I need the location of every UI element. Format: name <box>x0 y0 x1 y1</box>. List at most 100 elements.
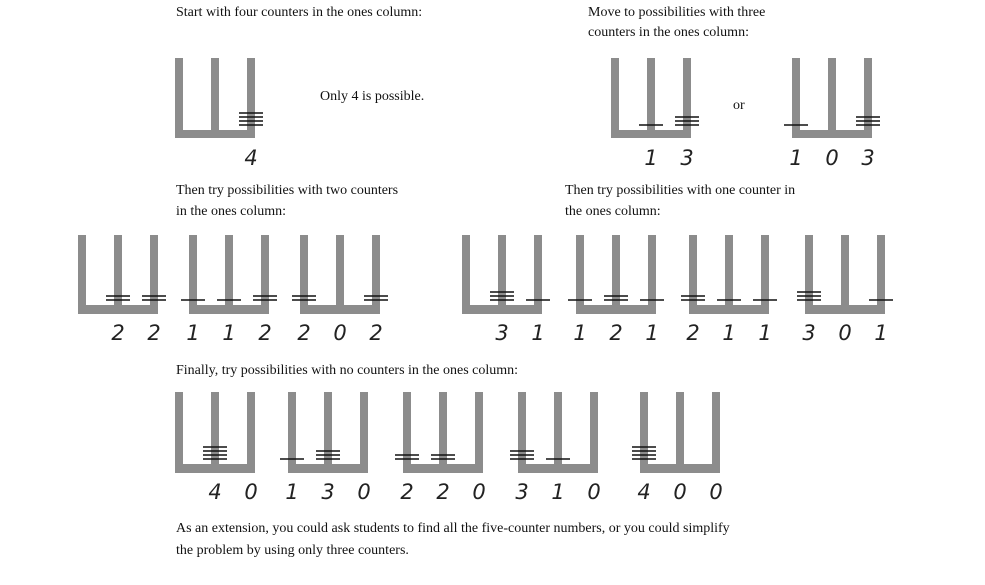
place-digit: 1 <box>531 321 544 345</box>
abacus-base <box>175 464 255 473</box>
abacus-rod <box>676 392 684 464</box>
place-digit: 3 <box>515 480 528 504</box>
place-digit: 2 <box>686 321 699 345</box>
abacus-rod <box>189 235 197 305</box>
place-digit: 0 <box>357 480 370 504</box>
abacus-rod <box>534 235 542 305</box>
extension-text-line2: the problem by using only three counters… <box>176 543 409 558</box>
abacus-rod <box>324 392 332 464</box>
abacus-rod <box>712 392 720 464</box>
place-digit: 1 <box>186 321 199 345</box>
abacus-rod <box>498 235 506 305</box>
abacus-rod <box>725 235 733 305</box>
abacus-rod <box>554 392 562 464</box>
abacus-base <box>78 305 158 314</box>
abacus-rod <box>114 235 122 305</box>
place-digit: 1 <box>644 146 657 170</box>
place-digit: 4 <box>208 480 221 504</box>
abacus-rod <box>576 235 584 305</box>
abacus-rod <box>288 392 296 464</box>
place-digit: 2 <box>297 321 310 345</box>
place-digit: 0 <box>333 321 346 345</box>
place-digit: 1 <box>285 480 298 504</box>
two-counters-text-line2: in the ones column: <box>176 204 287 219</box>
place-digit: 2 <box>147 321 160 345</box>
abacus-base <box>805 305 885 314</box>
abacus-rod <box>150 235 158 305</box>
abacus-rod <box>590 392 598 464</box>
abacus-four: 4 <box>175 58 263 170</box>
abacus-rod <box>261 235 269 305</box>
extension-text-line1: As an extension, you could ask students … <box>176 521 730 536</box>
abacus-rod <box>360 392 368 464</box>
abacus-rod <box>475 392 483 464</box>
abacus-rod <box>647 58 655 130</box>
place-digit: 2 <box>400 480 413 504</box>
abacus-rod <box>761 235 769 305</box>
abacus-rod <box>462 235 470 305</box>
abacus-rod <box>828 58 836 130</box>
start-four-text: Start with four counters in the ones col… <box>176 5 423 20</box>
place-digit: 1 <box>222 321 235 345</box>
place-digit: 3 <box>495 321 508 345</box>
abacus-rod <box>225 235 233 305</box>
abacus-base <box>288 464 368 473</box>
abacus-rod <box>78 235 86 305</box>
place-digit: 0 <box>244 480 257 504</box>
abacus-rod <box>648 235 656 305</box>
place-digit: 2 <box>436 480 449 504</box>
abacus-rod <box>300 235 308 305</box>
place-digit: 2 <box>258 321 271 345</box>
three-counters-text-line1: Move to possibilities with three <box>588 5 766 20</box>
abacus-rod <box>683 58 691 130</box>
abacus-rod <box>805 235 813 305</box>
abacus-rod <box>792 58 800 130</box>
place-digit: 1 <box>551 480 564 504</box>
abacus-rod <box>372 235 380 305</box>
abacus-rod <box>612 235 620 305</box>
abacus-rod <box>211 58 219 130</box>
abacus-base <box>576 305 656 314</box>
abacus-rod <box>439 392 447 464</box>
abacus-rod <box>247 392 255 464</box>
place-digit: 2 <box>609 321 622 345</box>
abacus-rod <box>841 235 849 305</box>
place-digit: 3 <box>802 321 815 345</box>
place-digit: 1 <box>722 321 735 345</box>
three-counters-text-line2: counters in the ones column: <box>588 25 749 40</box>
abacus-base <box>189 305 269 314</box>
place-digit: 0 <box>472 480 485 504</box>
place-digit: 2 <box>111 321 124 345</box>
one-counter-text-line1: Then try possibilities with one counter … <box>565 183 796 198</box>
place-digit: 1 <box>758 321 771 345</box>
two-counters-text-line1: Then try possibilities with two counters <box>176 183 399 198</box>
zero-counters-text: Finally, try possibilities with no count… <box>176 363 519 378</box>
or-text: or <box>733 98 745 113</box>
place-digit: 2 <box>369 321 382 345</box>
abacus-base <box>689 305 769 314</box>
abacus-rod <box>336 235 344 305</box>
abacus-base <box>403 464 483 473</box>
abacus-base <box>518 464 598 473</box>
abacus-rod <box>611 58 619 130</box>
abacus-rod <box>877 235 885 305</box>
abacus-base <box>300 305 380 314</box>
abacus-base <box>640 464 720 473</box>
abacus-base <box>175 130 255 138</box>
place-digit: 4 <box>244 146 257 170</box>
abacus-rod <box>175 58 183 130</box>
